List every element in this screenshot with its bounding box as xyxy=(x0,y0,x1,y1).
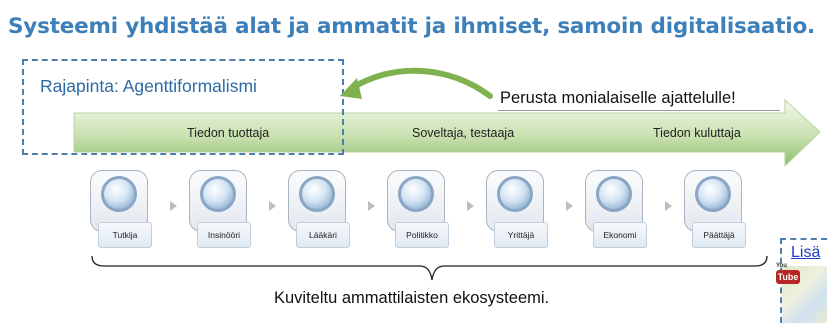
step-arrow-icon xyxy=(467,201,474,211)
ring-icon xyxy=(299,176,335,212)
note-underline xyxy=(498,110,780,111)
note-text: Perusta monialaiselle ajattelulle! xyxy=(500,89,736,107)
chain-label: Päättäjä xyxy=(692,222,746,248)
chain-label: Politikko xyxy=(395,222,449,248)
chain-item-yrittaja: Yrittäjä xyxy=(482,170,550,254)
stage-label-producer: Tiedon tuottaja xyxy=(187,126,270,140)
youtube-logo-bottom: Tube xyxy=(776,270,800,284)
interface-box-label: Rajapinta: Agenttiformalismi xyxy=(40,76,257,96)
chain-item-ekonomi: Ekonomi xyxy=(581,170,649,254)
chain-label: Yrittäjä xyxy=(494,222,548,248)
chain-label: Insinööri xyxy=(197,222,251,248)
chain-item-laakari: Lääkäri xyxy=(284,170,352,254)
youtube-logo-icon[interactable]: You Tube xyxy=(776,263,802,285)
chain-label: Ekonomi xyxy=(593,222,647,248)
chain-item-tutkija: Tutkija xyxy=(86,170,154,254)
ring-icon xyxy=(596,176,632,212)
ring-icon xyxy=(695,176,731,212)
youtube-logo-top: You xyxy=(776,263,787,269)
chain-label: Tutkija xyxy=(98,222,152,248)
step-arrow-icon xyxy=(665,201,672,211)
more-link[interactable]: Lisä xyxy=(791,244,821,261)
stage-label-applier: Soveltaja, testaaja xyxy=(412,126,515,140)
step-arrow-icon xyxy=(170,201,177,211)
ring-icon xyxy=(200,176,236,212)
slide-title: Systeemi yhdistää alat ja ammatit ja ihm… xyxy=(8,14,816,39)
ring-icon xyxy=(398,176,434,212)
ring-icon xyxy=(101,176,137,212)
caption: Kuviteltu ammattilaisten ekosysteemi. xyxy=(274,289,550,307)
chain-item-politikko: Politikko xyxy=(383,170,451,254)
step-arrow-icon xyxy=(368,201,375,211)
chain-item-paattaja: Päättäjä xyxy=(680,170,748,254)
step-arrow-icon xyxy=(269,201,276,211)
step-arrow-icon xyxy=(566,201,573,211)
chain-item-insinoori: Insinööri xyxy=(185,170,253,254)
ring-icon xyxy=(497,176,533,212)
stage-label-consumer: Tiedon kuluttaja xyxy=(653,126,741,140)
chain-label: Lääkäri xyxy=(296,222,350,248)
interface-box xyxy=(22,59,344,155)
